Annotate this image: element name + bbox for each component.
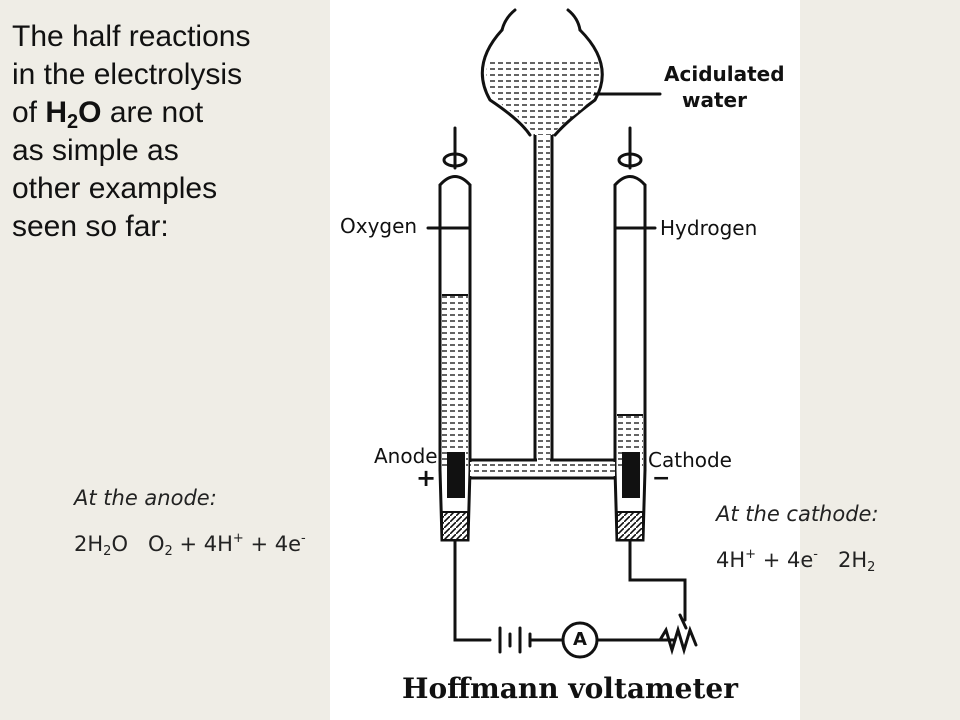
anode-eq-term: O [111,532,128,556]
anode-eq-term: 2H [74,532,104,556]
variable-resistor [598,624,698,656]
intro-line-3-post: are not [101,96,204,129]
water-formula-sub: 2 [67,111,79,133]
ammeter [561,621,599,659]
anode-eq-sub: 2 [164,544,173,559]
cathode-wire [628,538,687,622]
left-stopper [441,511,469,541]
anode-plus-sign: + [416,464,437,492]
cathode-eq-term: + 4e [756,548,814,572]
acidulated-label: Acidulated [664,62,785,86]
diagram-caption: Hoffmann voltameter [402,672,738,705]
anode-electrode [447,452,465,498]
cathode-eq-sup: - [813,547,818,562]
anode-eq-term: O [147,532,165,556]
reservoir-lip-left [500,8,517,32]
left-tube-liquid [442,295,468,470]
anode-eq-term: + 4H [172,532,233,556]
cathode-equation: 4H+ + 4e- 2H2 [716,547,876,575]
cathode-heading: At the cathode: [716,502,879,526]
intro-line-3-pre: of [12,96,46,129]
intro-text: The half reactions in the electrolysis o… [12,18,332,246]
cathode-label: Cathode [648,448,732,472]
cathode-eq-term: 2H [838,548,868,572]
anode-eq-sub: 2 [103,544,112,559]
intro-line-4: as simple as [12,134,179,167]
voltameter-diagram: Acidulated water Oxygen Hydrogen Anode +… [330,0,800,720]
reservoir-liquid [486,60,600,135]
anode-eq-sup: - [301,531,306,546]
cathode-eq-term: 4H [716,548,746,572]
cathode-electrode [622,452,640,498]
ammeter-symbol: A [573,629,587,650]
right-arrow-icon [818,548,838,572]
intro-line-5: other examples [12,172,218,205]
cathode-minus-sign: − [652,466,671,491]
connector-liquid [470,462,615,476]
oxygen-label: Oxygen [340,214,418,238]
intro-line-6: seen so far: [12,210,169,243]
right-arrow-icon [128,532,148,556]
hydrogen-label: Hydrogen [660,216,758,240]
voltameter-drawing [426,8,698,659]
anode-wire [453,538,492,642]
reservoir-bulb [480,28,532,137]
anode-eq-sup: + [232,531,244,546]
stem-liquid [537,136,550,462]
anode-eq-term: + 4e [243,532,302,556]
intro-line-2: in the electrolysis [12,58,243,91]
anode-heading: At the anode: [74,486,217,510]
water-formula: H2O [45,96,102,132]
intro-line-3: of H2O are not [12,94,332,132]
cathode-eq-sub: 2 [867,560,876,575]
anode-label: Anode [374,444,438,468]
cathode-eq-sup: + [745,547,757,562]
intro-line-1: The half reactions [12,20,251,53]
right-stopper [616,511,644,541]
water-formula-o: O [78,96,102,129]
water-label: water [682,88,747,112]
water-formula-h: H [45,96,68,129]
